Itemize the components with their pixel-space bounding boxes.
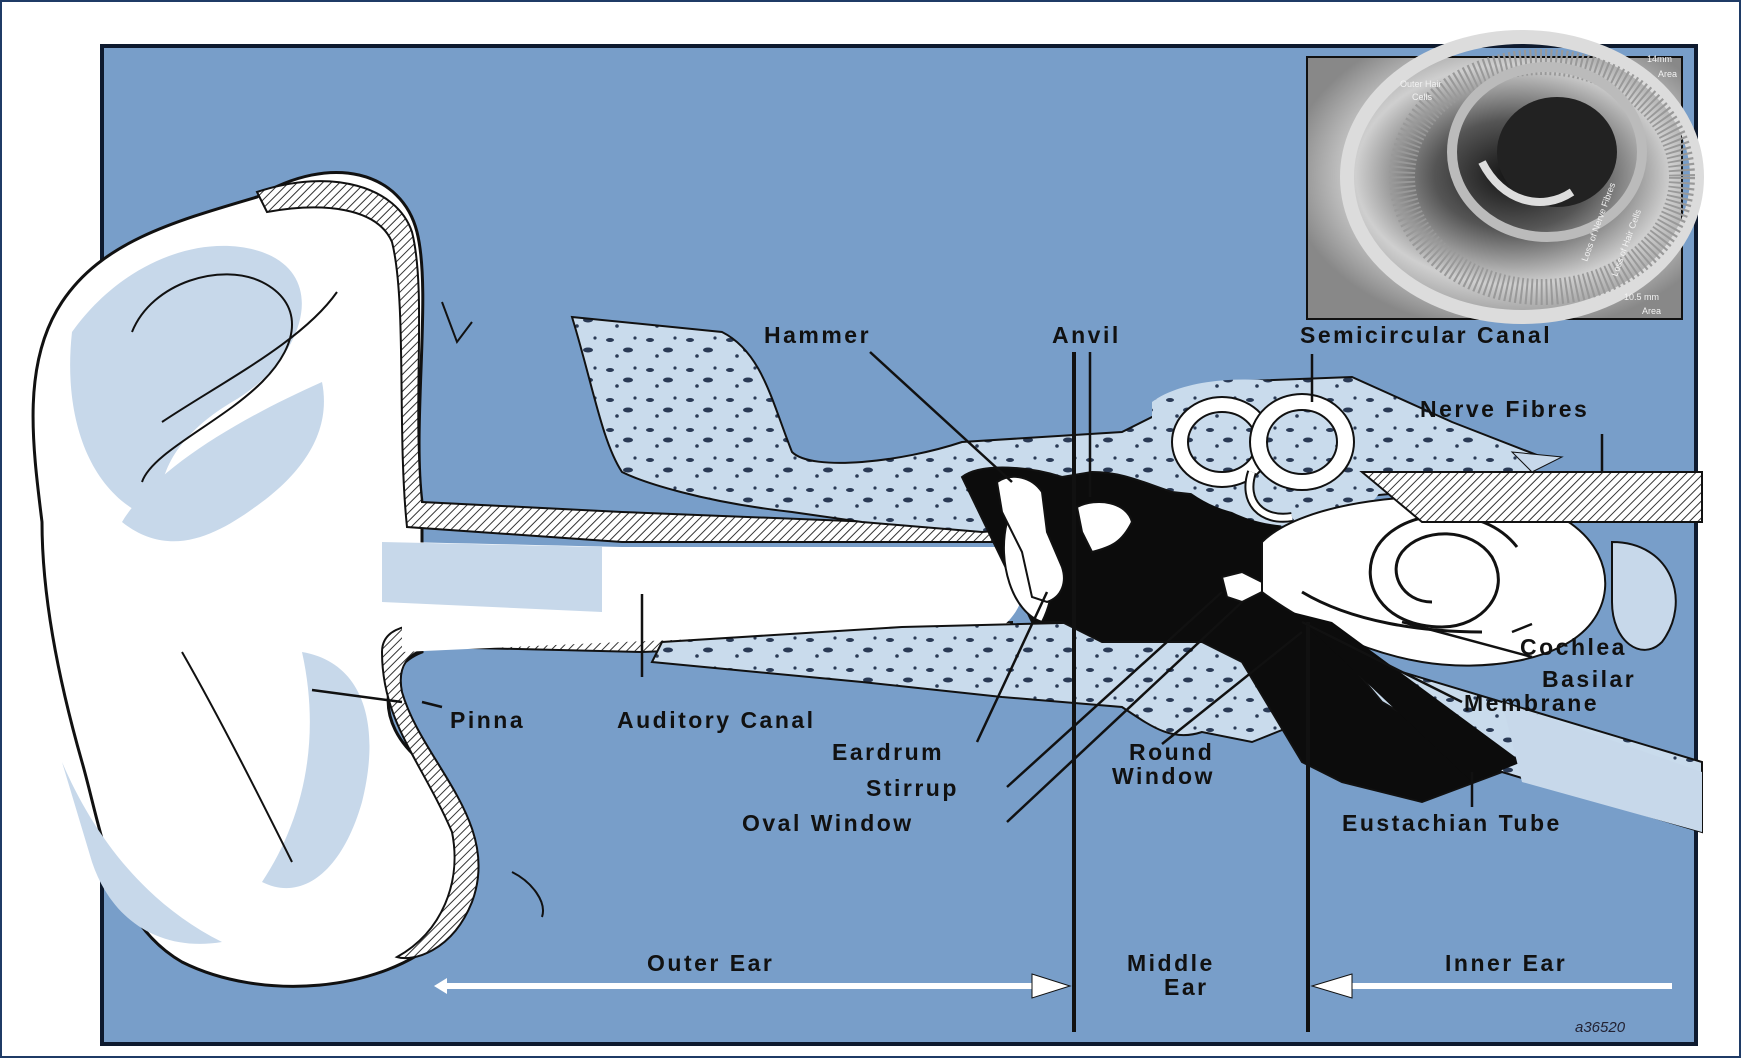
- ear-label: Ear: [1164, 974, 1209, 1000]
- inset-area-bottom-label: Area: [1642, 306, 1661, 316]
- middle-label: Middle: [1127, 950, 1215, 976]
- eardrum-label: Eardrum: [832, 739, 944, 765]
- inner-ear-label: Inner Ear: [1445, 950, 1567, 976]
- figure-code: a36520: [1575, 1019, 1626, 1036]
- inset-10mm-label: 10.5 mm: [1624, 292, 1659, 302]
- inset-outer-hair-label: Outer Hair: [1400, 79, 1442, 89]
- anvil-label: Anvil: [1052, 322, 1121, 348]
- auditory-canal-label: Auditory Canal: [617, 707, 816, 733]
- nerve-fibres-label: Nerve Fibres: [1420, 396, 1589, 422]
- pinna-label: Pinna: [450, 707, 525, 733]
- cochlea-micrograph-inset: Outer Hair Cells 14mm Area 10.5 mm Area …: [1307, 37, 1697, 319]
- inset-cells-label: Cells: [1412, 92, 1433, 102]
- nerve-fibres-bundle: [1362, 472, 1702, 522]
- outer-ear-label: Outer Ear: [647, 950, 774, 976]
- window-label: Window: [1112, 763, 1215, 789]
- basilar-label: Basilar: [1542, 666, 1636, 692]
- inset-14mm-label: 14mm: [1647, 54, 1672, 64]
- oval-window-label: Oval Window: [742, 810, 914, 836]
- cochlea-label: Cochlea: [1520, 634, 1627, 660]
- round-label: Round: [1129, 739, 1214, 765]
- hammer-label: Hammer: [764, 322, 871, 348]
- membrane-label: Membrane: [1464, 690, 1599, 716]
- inset-area-top-label: Area: [1658, 69, 1677, 79]
- semicircular-canal-label: Semicircular Canal: [1300, 322, 1552, 348]
- eustachian-tube-label: Eustachian Tube: [1342, 810, 1562, 836]
- stirrup-label: Stirrup: [866, 775, 959, 801]
